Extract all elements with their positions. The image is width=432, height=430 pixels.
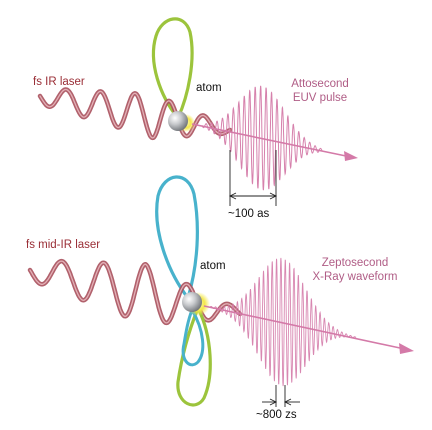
bottom-mid-ir-laser-ribbon-highlight bbox=[29, 260, 241, 324]
top-attosecond-pulse bbox=[201, 85, 323, 191]
bottom-axis-arrowhead bbox=[399, 343, 414, 354]
bottom-zeptosecond-waveform bbox=[207, 257, 357, 387]
top-orbit-green bbox=[151, 17, 194, 120]
bottom-pulse-label-line1: Zeptosecond bbox=[321, 257, 389, 269]
top-duration-label: ~100 as bbox=[228, 208, 270, 220]
top-pulse-label-line2: EUV pulse bbox=[292, 92, 348, 104]
top-panel bbox=[37, 17, 358, 206]
top-pulse-label-line1: Attosecond bbox=[291, 78, 349, 90]
top-duration-marker bbox=[228, 150, 278, 206]
bottom-orbit-blue-upper bbox=[155, 175, 199, 299]
bottom-duration-marker bbox=[262, 385, 300, 407]
top-laser-label: fs IR laser bbox=[33, 76, 85, 88]
top-ir-laser-ribbon-highlight bbox=[39, 88, 231, 139]
bottom-pulse-label: Zeptosecond X-Ray waveform bbox=[300, 256, 410, 284]
bottom-duration-label: ~800 zs bbox=[256, 409, 297, 421]
top-atom-label: atom bbox=[196, 82, 222, 94]
bottom-atom-sphere bbox=[182, 292, 202, 312]
bottom-orbit-green-lower bbox=[176, 307, 212, 407]
top-propagation-axis bbox=[191, 123, 347, 157]
top-atom-sphere bbox=[168, 111, 188, 131]
bottom-orbit-blue-lower bbox=[181, 309, 205, 367]
top-pulse-label: Attosecond EUV pulse bbox=[272, 77, 368, 105]
bottom-atom-label: atom bbox=[200, 260, 226, 272]
bottom-panel bbox=[27, 175, 414, 407]
bottom-pulse-label-line2: X-Ray waveform bbox=[312, 271, 398, 283]
top-ir-laser-ribbon bbox=[37, 87, 233, 141]
bottom-laser-label: fs mid-IR laser bbox=[26, 239, 101, 251]
top-axis-arrowhead bbox=[344, 151, 358, 161]
